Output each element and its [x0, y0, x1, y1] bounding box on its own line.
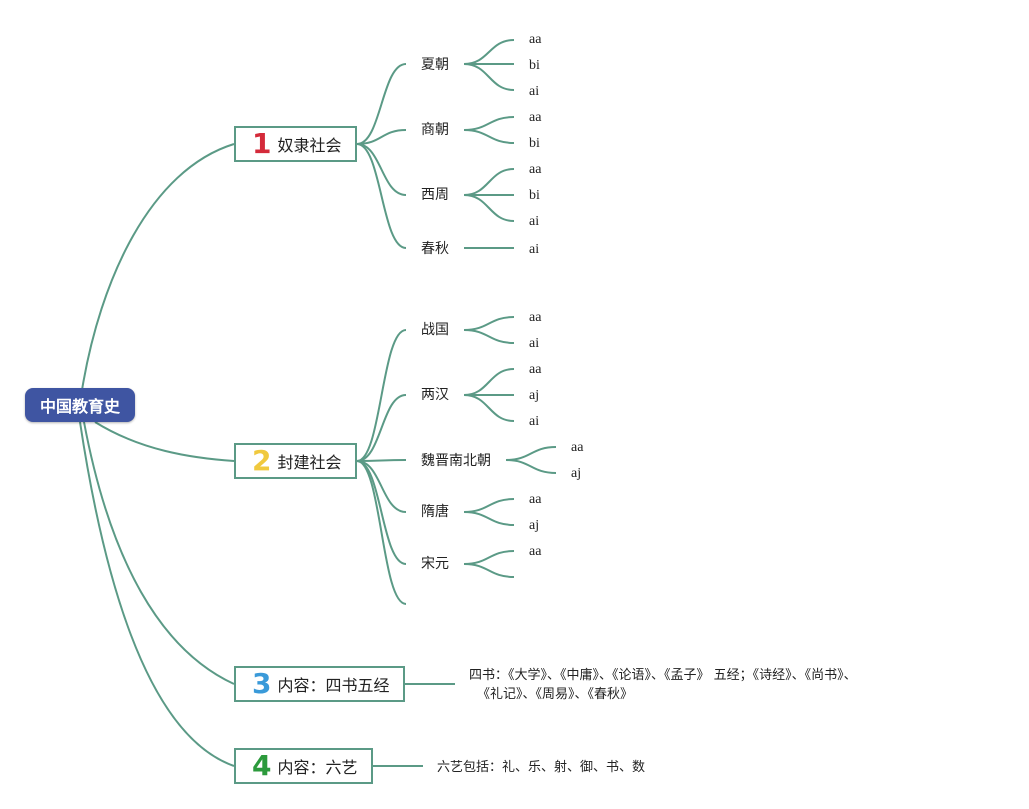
connector-feudal-empty — [356, 460, 407, 605]
connector-zhanguo-leaf-1 — [463, 329, 515, 344]
connector-shang-leaf-1 — [463, 129, 515, 144]
root-node[interactable]: 中国教育史 — [25, 388, 135, 422]
topic-xia[interactable]: 夏朝 — [421, 57, 449, 73]
connector-root-slavery — [81, 143, 235, 391]
connector-zhanguo-leaf-0 — [463, 316, 515, 331]
connector-xizhou-leaf-2 — [463, 194, 515, 222]
topic-zhanguo[interactable]: 战国 — [421, 322, 449, 338]
leaf-lianghan-1[interactable]: aa — [529, 362, 542, 377]
branch-label-feudal: 封建社会 — [277, 453, 342, 472]
connector-shang-leaf-0 — [463, 116, 515, 131]
connector-xizhou-leaf-0 — [463, 168, 515, 196]
branch-label-slavery: 奴隶社会 — [277, 136, 342, 155]
topic-lianghan[interactable]: 两汉 — [421, 387, 449, 403]
topic-xizhou[interactable]: 西周 — [421, 187, 449, 203]
leaf-zhanguo-1[interactable]: aa — [529, 310, 542, 325]
branch-number-2: 2 — [252, 444, 272, 477]
connector-xia-leaf-2 — [463, 63, 515, 91]
connector-feudal-zhanguo — [356, 329, 407, 462]
connector-weijin-leaf-0 — [505, 446, 557, 461]
connector-root-classics — [83, 421, 235, 685]
connector-feudal-songyuan — [356, 460, 407, 565]
leaf-chunqiu-1[interactable]: ai — [529, 242, 540, 257]
root-label: 中国教育史 — [39, 397, 120, 416]
branch-label-classics: 内容：四书五经 — [277, 676, 390, 695]
connector-feudal-weijin — [356, 459, 407, 462]
branch-number-4: 4 — [252, 749, 272, 782]
four-books-note-line1[interactable]: 四书：《大学》、《中庸》、《论语》、《孟子》 五经；《诗经》、《尚书》、 — [469, 668, 857, 683]
connector-songyuan-leaf-0 — [463, 550, 515, 565]
branch-number-3: 3 — [252, 667, 272, 700]
connector-root-feudal — [94, 421, 235, 462]
branch-label-six-arts: 内容：六艺 — [277, 758, 358, 777]
connector-feudal-suitang — [356, 460, 407, 513]
connector-lianghan-leaf-0 — [463, 368, 515, 396]
connector-xia-leaf-0 — [463, 39, 515, 65]
connector-root-six-arts — [79, 421, 235, 767]
leaf-shang-2[interactable]: bi — [529, 136, 540, 151]
topic-shang[interactable]: 商朝 — [421, 122, 449, 138]
leaf-xizhou-1[interactable]: aa — [529, 162, 542, 177]
connector-suitang-leaf-0 — [463, 498, 515, 513]
connector-slavery-chunqiu — [356, 143, 407, 249]
leaf-suitang-1[interactable]: aa — [529, 492, 542, 507]
six-arts-note[interactable]: 六艺包括：礼、乐、射、御、书、数 — [437, 760, 646, 775]
leaf-suitang-2[interactable]: aj — [529, 518, 540, 533]
branch-feudal[interactable]: 2 封建社会 — [234, 443, 357, 479]
leaf-songyuan-1[interactable]: aa — [529, 544, 542, 559]
four-books-note-line2[interactable]: 《礼记》、《周易》、《春秋》 — [477, 687, 634, 702]
leaf-xia-1[interactable]: aa — [529, 32, 542, 47]
leaf-weijin-2[interactable]: aj — [571, 466, 582, 481]
connector-slavery-shang — [356, 129, 407, 145]
leaf-xia-2[interactable]: bi — [529, 58, 540, 73]
topic-songyuan[interactable]: 宋元 — [421, 556, 449, 572]
leaf-shang-1[interactable]: aa — [529, 110, 542, 125]
leaf-lianghan-3[interactable]: ai — [529, 414, 540, 429]
connector-slavery-xizhou — [356, 143, 407, 196]
connector-weijin-leaf-1 — [505, 459, 557, 474]
leaf-weijin-1[interactable]: aa — [571, 440, 584, 455]
branch-number-1: 1 — [252, 127, 272, 160]
leaf-xizhou-2[interactable]: bi — [529, 188, 540, 203]
connector-songyuan-leaf-1 — [463, 563, 515, 578]
connector-slavery-xia — [356, 63, 407, 145]
connector-feudal-lianghan — [356, 394, 407, 462]
branch-content-six-arts[interactable]: 4 内容：六艺 — [234, 748, 373, 784]
topic-suitang[interactable]: 隋唐 — [421, 504, 449, 520]
leaf-xia-3[interactable]: ai — [529, 84, 540, 99]
branch-slavery[interactable]: 1 奴隶社会 — [234, 126, 357, 162]
leaf-xizhou-3[interactable]: ai — [529, 214, 540, 229]
leaf-lianghan-2[interactable]: aj — [529, 388, 540, 403]
topic-weijin[interactable]: 魏晋南北朝 — [421, 453, 491, 469]
topic-chunqiu[interactable]: 春秋 — [421, 241, 449, 257]
leaf-zhanguo-2[interactable]: ai — [529, 336, 540, 351]
branch-content-classics[interactable]: 3 内容：四书五经 — [234, 666, 405, 702]
connector-lianghan-leaf-2 — [463, 394, 515, 422]
connector-suitang-leaf-1 — [463, 511, 515, 526]
